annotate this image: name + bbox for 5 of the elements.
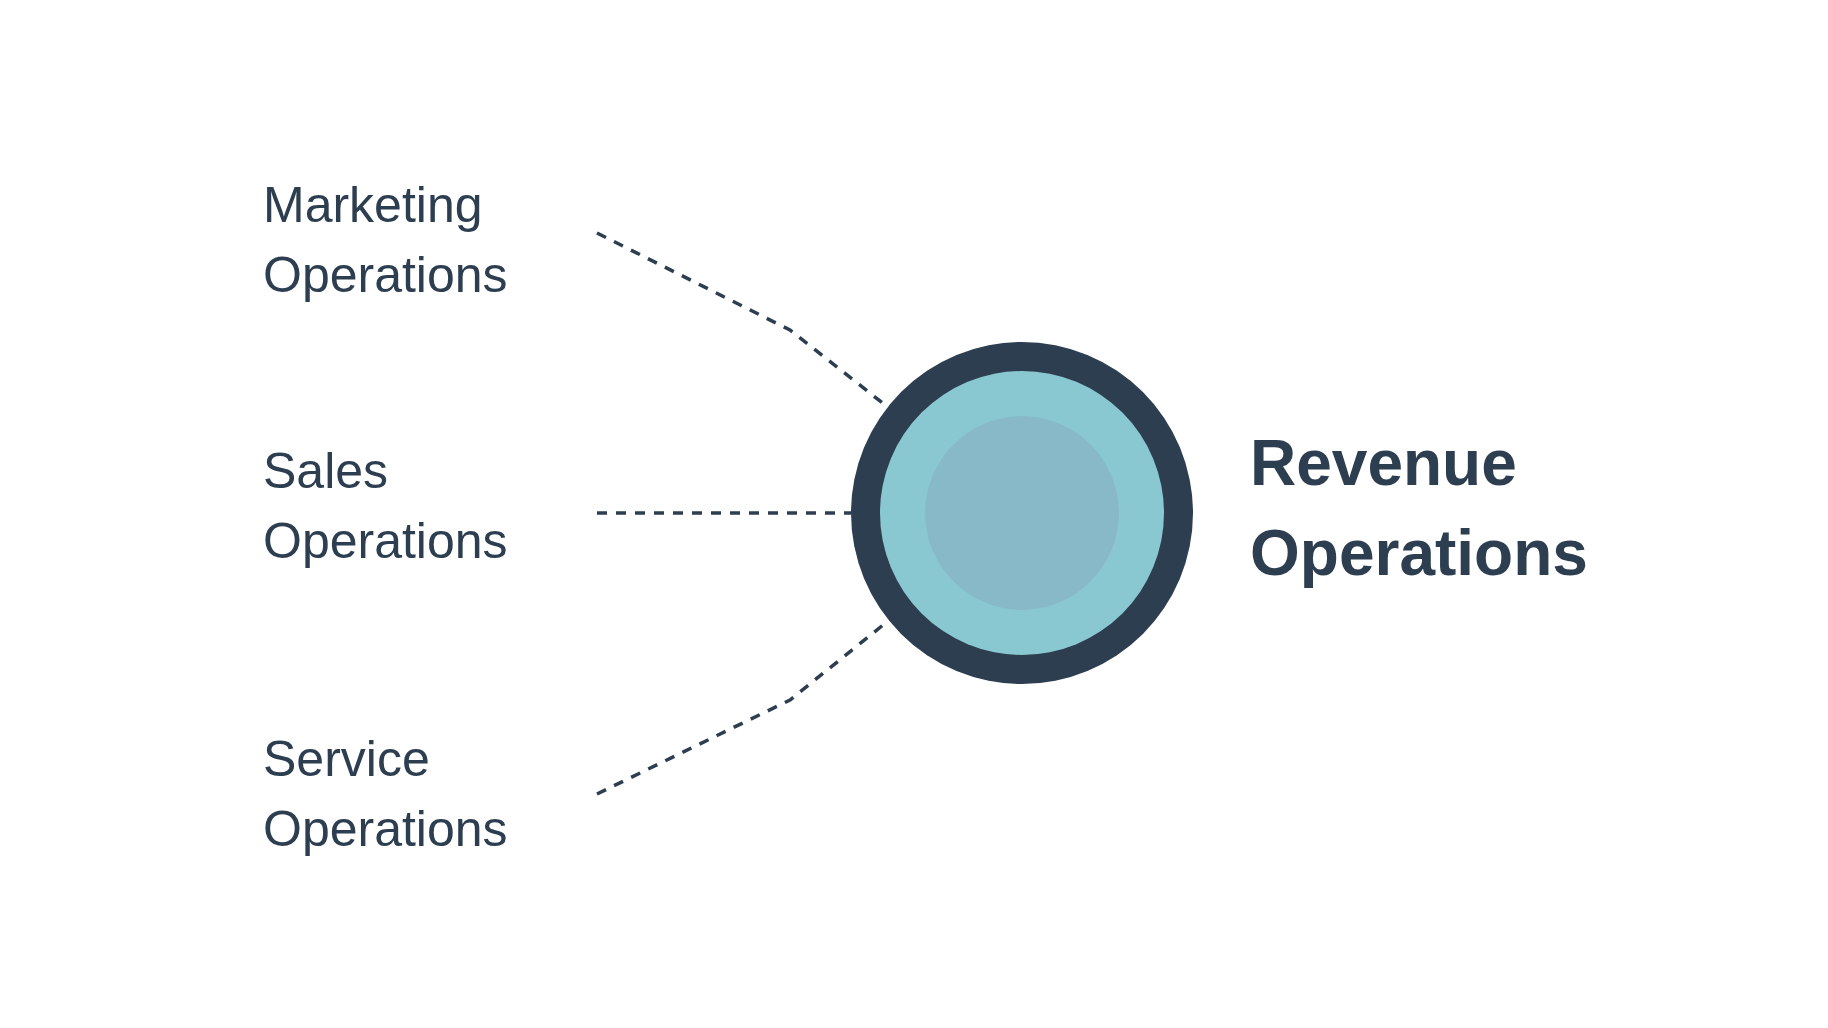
- node-label: Sales Operations: [263, 442, 509, 571]
- heading-label: Revenue Operations: [1250, 426, 1588, 591]
- node-label: Marketing Operations: [263, 176, 509, 305]
- connector-line: [597, 511, 851, 515]
- node-label: Service Operations: [263, 730, 509, 859]
